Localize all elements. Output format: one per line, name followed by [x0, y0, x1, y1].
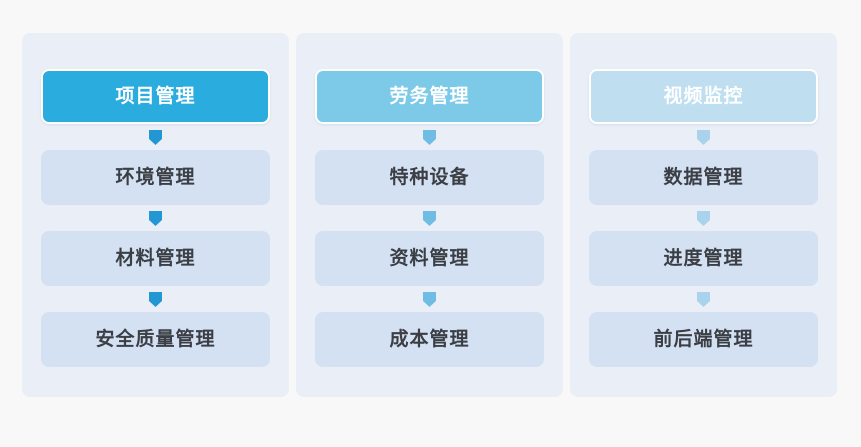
- arrow-down-icon: [149, 210, 162, 226]
- flow-node[interactable]: 安全质量管理: [41, 312, 270, 367]
- arrow-down-icon: [697, 291, 710, 307]
- arrow-down-icon: [423, 210, 436, 226]
- flow-node[interactable]: 进度管理: [589, 231, 818, 286]
- arrow-down-icon: [423, 129, 436, 145]
- connector-1: [315, 124, 544, 150]
- flow-node[interactable]: 资料管理: [315, 231, 544, 286]
- column-video-surveillance: 视频监控 数据管理 进度管理 前后端管理: [570, 33, 837, 397]
- flow-node[interactable]: 成本管理: [315, 312, 544, 367]
- connector-3: [41, 286, 270, 312]
- flow-node[interactable]: 数据管理: [589, 150, 818, 205]
- connector-3: [589, 286, 818, 312]
- module-flow-diagram: 项目管理 环境管理 材料管理 安全质量管理 劳务管理 特种设备: [22, 33, 839, 397]
- column-header-node[interactable]: 视频监控: [589, 69, 818, 124]
- flow-node[interactable]: 环境管理: [41, 150, 270, 205]
- arrow-down-icon: [423, 291, 436, 307]
- flow-node[interactable]: 前后端管理: [589, 312, 818, 367]
- arrow-down-icon: [697, 129, 710, 145]
- column-project-management: 项目管理 环境管理 材料管理 安全质量管理: [22, 33, 289, 397]
- flow-node[interactable]: 材料管理: [41, 231, 270, 286]
- column-labor-management: 劳务管理 特种设备 资料管理 成本管理: [296, 33, 563, 397]
- arrow-down-icon: [149, 129, 162, 145]
- connector-1: [41, 124, 270, 150]
- connector-2: [41, 205, 270, 231]
- connector-2: [315, 205, 544, 231]
- flow-node[interactable]: 特种设备: [315, 150, 544, 205]
- column-header-node[interactable]: 劳务管理: [315, 69, 544, 124]
- arrow-down-icon: [149, 291, 162, 307]
- connector-2: [589, 205, 818, 231]
- connector-3: [315, 286, 544, 312]
- arrow-down-icon: [697, 210, 710, 226]
- connector-1: [589, 124, 818, 150]
- column-header-node[interactable]: 项目管理: [41, 69, 270, 124]
